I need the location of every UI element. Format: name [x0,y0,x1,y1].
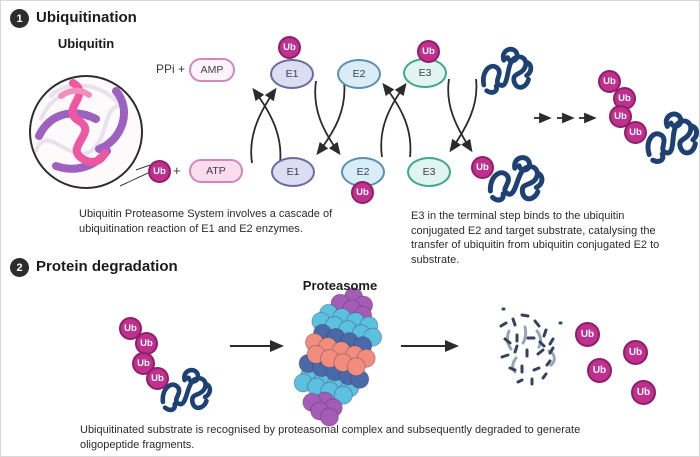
poly-ubiquitinated-substrate-icon [645,112,700,162]
proteasome-illustration [293,287,383,427]
degradation-substrate-icon [162,367,212,413]
cycle-arrows-e2-e3 [380,82,412,158]
e3-caption-line4: substrate. [411,253,460,266]
proteasome-salmon-rings [305,332,376,377]
cycle-arrows-atp-e1 [250,87,282,164]
fragments-dark [499,307,563,386]
cycle-arrows-e1-e2 [314,80,346,156]
cycle-arrows-e3-substrate [447,78,478,153]
ribbon-helix [68,79,109,166]
degradation-caption: Ubiquitinated substrate is recognised by… [80,423,580,452]
cascade-cycle-arrows [250,78,478,164]
mono-ubiquitinated-substrate-icon [489,154,545,206]
ub-badge-e3-top: Ub [417,40,440,63]
e3-caption-line2: conjugated E2 and target substrate, cata… [411,224,656,237]
plus-sign: + [173,163,181,178]
free-ub-3: Ub [587,358,612,383]
ub-badge-e1-top: Ub [278,36,301,59]
cascade-caption: Ubiquitin Proteasome System involves a c… [79,207,332,236]
free-substrate-icon [483,49,531,92]
cascade-caption-line2: ubiquitination reaction of E1 and E2 enz… [79,222,303,235]
enzyme-e1-top: E1 [270,59,314,89]
fragments-illustration [499,307,563,386]
degradation-caption-line2: oligopeptide fragments. [80,438,195,451]
cascade-caption-line1: Ubiquitin Proteasome System involves a c… [79,208,333,220]
enzyme-e3-bottom: E3 [407,157,451,187]
section-2-badge: 2 [10,258,29,277]
section-2-title: Protein degradation [36,258,178,275]
e3-caption-line1: E3 in the terminal step binds to the ubi… [411,210,625,222]
ubiquitin-structure-illustration [29,75,151,189]
section-1-badge: 1 [10,9,29,28]
ub-chain-3: Ub [609,105,632,128]
ubiquitin-label: Ubiquitin [57,36,115,51]
proteasome-label: Proteasome [302,278,378,293]
ub-chain2-1: Ub [119,317,142,340]
amp-pill: AMP [189,58,235,82]
free-ub-1: Ub [575,322,600,347]
enzyme-e1-bottom: E1 [271,157,315,187]
e3-caption: E3 in the terminal step binds to the ubi… [411,209,659,267]
enzyme-e2-top: E2 [337,59,381,89]
callout-lines [119,164,151,187]
ub-chain-4: Ub [624,121,647,144]
free-ub-2: Ub [623,340,648,365]
e3-caption-line3: transfer of ubiquitin from ubiquitin con… [411,239,660,252]
degradation-caption-line1: Ubiquitinated substrate is recognised by… [80,424,581,436]
ub-badge-atp: Ub [148,160,171,183]
enzyme-e2-bottom: E2 [341,157,385,187]
enzyme-e3-top: E3 [403,58,447,88]
ub-chain-1: Ub [598,70,621,93]
ub-badge-e2-bottom: Ub [351,181,374,204]
ub-badge-substrate: Ub [471,156,494,179]
ppi-label: PPi + [155,62,185,76]
atp-pill: ATP [189,159,243,183]
free-ub-4: Ub [631,380,656,405]
proteasome-cap-bottom [302,391,343,427]
section-1-title: Ubiquitination [36,9,137,26]
ub-chain2-4: Ub [146,367,169,390]
